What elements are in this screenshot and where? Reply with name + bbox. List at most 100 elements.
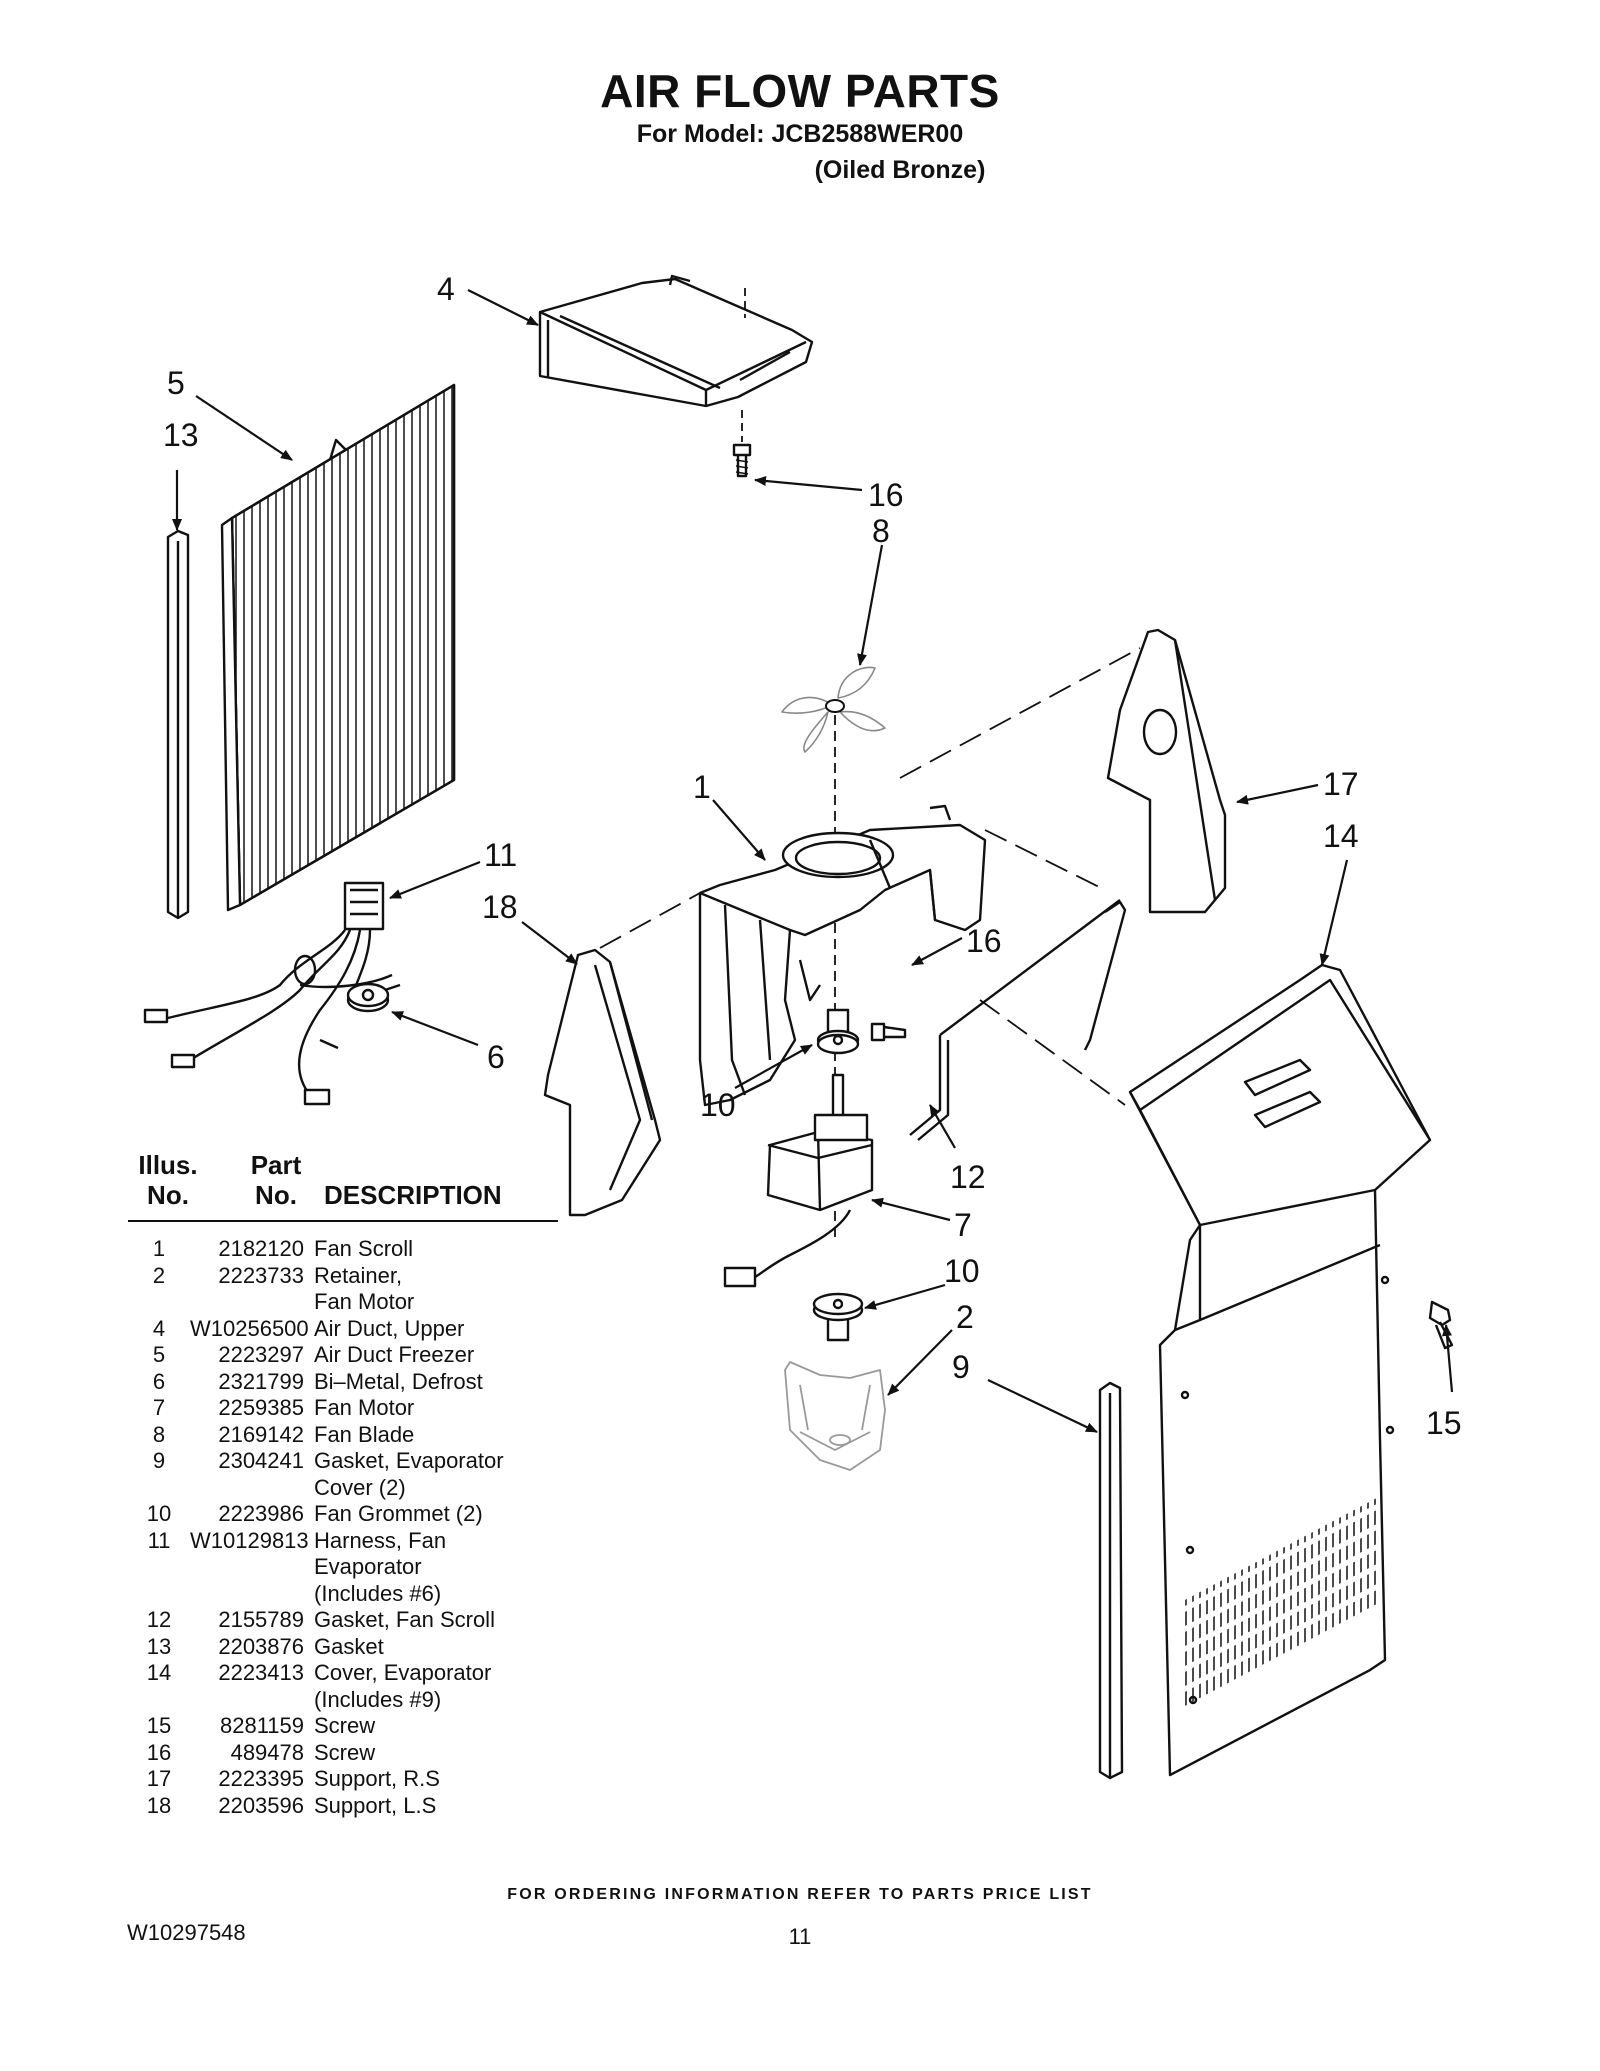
callout-10-lower: 10 (944, 1253, 980, 1289)
fan-motor-part (723, 1073, 874, 1288)
callout-8: 8 (872, 513, 890, 549)
gasket-13-part (166, 529, 190, 920)
callout-10-upper: 10 (700, 1087, 736, 1123)
callout-9: 9 (952, 1349, 970, 1385)
illus-no-cell (128, 1475, 190, 1502)
finish-line: (Oiled Bronze) (814, 156, 986, 184)
description-cell: Gasket (314, 1633, 384, 1659)
bi-metal-defrost-part (346, 982, 401, 1013)
air-duct-upper-part (538, 274, 814, 442)
parts-table-header: Illus. No. Part No. DESCRIPTION (128, 1150, 558, 1222)
part-no-cell: 2203596 (218, 1792, 304, 1818)
screw-16-top-part (732, 443, 752, 478)
fan-grommet-upper-part (816, 1008, 860, 1055)
description-cell: Cover, Evaporator (314, 1660, 492, 1685)
fan-blade-part (781, 666, 886, 753)
illus-no-cell: 12 (146, 1607, 172, 1632)
part-no-cell (190, 1687, 314, 1714)
part-no-cell: 8281159 (219, 1713, 304, 1738)
part-no-cell: 2223297 (218, 1342, 304, 1367)
callout-labels: 4 5 13 16 8 1 17 14 11 18 16 6 10 12 7 1… (163, 271, 1462, 1441)
part-no-cell: W10256500 (190, 1315, 309, 1341)
callout-5: 5 (167, 365, 185, 401)
support-rs-part (1106, 628, 1227, 914)
callout-13: 13 (163, 417, 199, 453)
table-row: (Includes #9) (128, 1687, 558, 1714)
description-cell: Retainer, (314, 1262, 403, 1288)
table-row: Fan Motor (128, 1289, 558, 1316)
table-row: 18 2203596 Support, L.S (128, 1793, 558, 1820)
description-cell: (Includes #9) (314, 1686, 442, 1712)
callout-14: 14 (1323, 818, 1359, 854)
illus-no-cell: 10 (146, 1501, 172, 1526)
illus-no-cell: 17 (146, 1766, 172, 1791)
description-cell: Gasket, Evaporator (314, 1448, 504, 1473)
gasket-9-part (1098, 1381, 1124, 1780)
illus-no-cell: 5 (152, 1342, 166, 1367)
description-cell: Screw (314, 1713, 376, 1738)
gasket-fan-scroll-part (909, 899, 1127, 1141)
description-cell: Support, L.S (314, 1792, 437, 1818)
callout-17: 17 (1323, 766, 1359, 802)
callout-12: 12 (950, 1159, 986, 1195)
leader-lines (172, 289, 1454, 1433)
projection-lines (599, 647, 1141, 1106)
model-line: For Model: JCB2588WER00 (636, 120, 964, 148)
illus-no-cell: 11 (147, 1527, 171, 1553)
illus-no-cell: 18 (146, 1792, 172, 1818)
description-cell: Cover (2) (314, 1474, 406, 1500)
description-cell: Air Duct Freezer (314, 1342, 475, 1367)
part-no-cell: 2155789 (218, 1607, 304, 1632)
callout-18: 18 (482, 889, 518, 925)
description-cell: Fan Blade (314, 1421, 415, 1447)
description-cell: Screw (314, 1739, 376, 1765)
screw-16-middle-part (870, 1022, 907, 1042)
part-no-cell: 2304241 (218, 1448, 304, 1473)
ordering-note: FOR ORDERING INFORMATION REFER TO PARTS … (507, 1886, 1093, 1903)
description-cell: Fan Motor (314, 1395, 415, 1420)
description-cell: Evaporator (314, 1554, 422, 1579)
description-cell: Harness, Fan (314, 1527, 447, 1553)
header-description: DESCRIPTION (324, 1180, 502, 1210)
description-cell: Gasket, Fan Scroll (314, 1607, 495, 1632)
table-row: 14 2223413 Cover, Evaporator (128, 1660, 558, 1687)
support-ls-part (543, 948, 662, 1217)
callout-6: 6 (487, 1039, 505, 1075)
illus-no-cell (128, 1581, 190, 1608)
part-no-cell (190, 1581, 314, 1608)
callout-16-middle: 16 (966, 923, 1002, 959)
illus-no-cell: 8 (152, 1421, 166, 1447)
callout-2: 2 (956, 1299, 974, 1335)
cover-evaporator-part (1128, 963, 1432, 1777)
part-no-cell (190, 1289, 314, 1316)
table-row: Cover (2) (128, 1475, 558, 1502)
callout-16-top: 16 (868, 477, 904, 513)
callout-1: 1 (693, 769, 711, 805)
part-no-cell: 2223413 (218, 1660, 304, 1685)
document-number: W10297548 (127, 1920, 246, 1945)
description-cell: Fan Grommet (2) (314, 1501, 483, 1526)
description-cell: (Includes #6) (314, 1580, 442, 1606)
table-row: Evaporator (128, 1554, 558, 1581)
illus-no-cell: 13 (146, 1633, 172, 1659)
part-no-cell (190, 1554, 314, 1581)
illus-no-cell (128, 1554, 190, 1581)
table-row: 5 2223297 Air Duct Freezer (128, 1342, 558, 1369)
illus-no-cell: 16 (146, 1739, 172, 1765)
description-cell: Support, R.S (314, 1766, 440, 1791)
illus-no-cell: 14 (146, 1660, 172, 1685)
illus-no-cell: 7 (152, 1395, 166, 1420)
part-no-cell: 2182120 (218, 1236, 304, 1261)
callout-4: 4 (437, 271, 455, 307)
